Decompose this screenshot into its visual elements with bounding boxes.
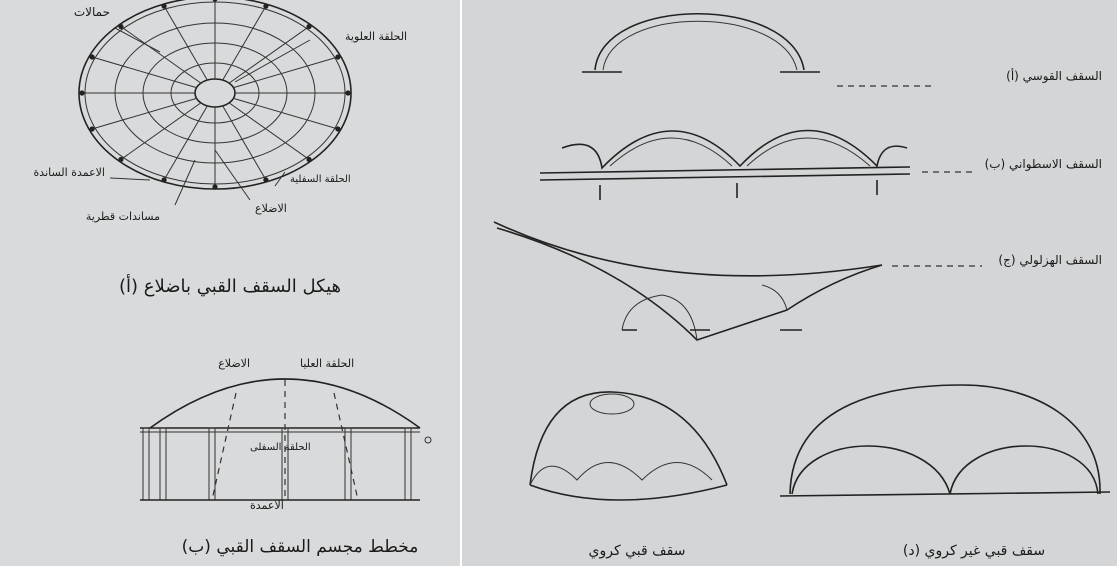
column-6 (404, 427, 412, 501)
dome-plan-view: حمالات الحلقة العلوية الاعمدة الساندة ال… (34, 0, 407, 223)
hyper-supports (621, 284, 788, 341)
column-3 (208, 427, 216, 501)
hyper-edge-bottom (496, 227, 883, 341)
label-top-ring-elev: الحلقة العليا (300, 357, 354, 370)
label-b: (ب) السقف الاسطواني (985, 157, 1102, 172)
base-line (539, 166, 911, 174)
vault-outer (561, 129, 908, 170)
caption-dome-spherical: سقف قبي كروي (589, 543, 686, 559)
spherical-dome-arches (529, 462, 713, 486)
column-node (161, 3, 167, 9)
label-ribs-elev: الاضلاع (218, 357, 250, 370)
top-ring (194, 78, 236, 108)
caption-a: (أ) هيكل السقف القبي باضلاع (119, 274, 341, 297)
label-columns: الاعمدة الساندة (34, 166, 105, 179)
leader-top-ring (234, 39, 311, 83)
base-line-2 (539, 173, 911, 181)
label-diagonal: مساندات قطرية (86, 210, 160, 223)
arch-outer (594, 13, 805, 71)
column-5 (344, 427, 352, 501)
nonspherical-arch-1 (791, 445, 951, 495)
left-panel: حمالات الحلقة العلوية الاعمدة الساندة ال… (0, 0, 460, 566)
label-c: (ج) السقف الهزلولي (998, 253, 1102, 268)
label-a: (أ) السقف القوسي (1006, 68, 1102, 84)
right-diagram: (أ) السقف القوسي (ب) السقف الاسطواني (ج)… (493, 13, 1111, 559)
rib-line (163, 105, 208, 181)
rib-line (228, 26, 310, 84)
spherical-dome-outline (529, 391, 728, 486)
dome-elevation: الاضلاع الحلقة العليا الحلقة السفلى الاع… (140, 357, 432, 512)
rib-dash-1 (211, 392, 237, 501)
column-node (306, 23, 312, 30)
label-bottom-ring-elev: الحلقة السفلى (250, 442, 311, 453)
hyperbolic-roof-diagram: (ج) السقف الهزلولي (493, 221, 1102, 341)
column-node (118, 23, 124, 30)
right-panel: (أ) السقف القوسي (ب) السقف الاسطواني (ج)… (462, 0, 1117, 566)
column-node (118, 156, 124, 163)
arch-inner (602, 20, 798, 71)
rib-line (233, 97, 339, 130)
label-top-ring: الحلقة العلوية (345, 30, 407, 43)
column-node (335, 126, 341, 132)
rib-line (233, 56, 339, 89)
column-node (161, 177, 167, 183)
column-node (306, 156, 312, 163)
spherical-dome-top (589, 393, 635, 415)
rib-line (120, 102, 202, 160)
column-node (345, 90, 351, 96)
arch-roof-diagram: (أ) السقف القوسي (582, 13, 1102, 87)
nonspherical-outer (789, 384, 1101, 495)
leader-diagonal (174, 159, 196, 206)
column-node (79, 90, 85, 96)
column-node (263, 177, 269, 183)
rib-line (91, 56, 197, 89)
column-1 (142, 427, 150, 501)
vault-inner (609, 137, 871, 167)
leader-ribs (214, 149, 251, 201)
ribs (82, 0, 348, 187)
column-node (212, 184, 218, 190)
label-ribs: الاضلاع (255, 202, 287, 215)
caption-d: (د) سقف قبي غير كروي (903, 543, 1045, 559)
rib-line (163, 5, 208, 81)
left-diagram: حمالات الحلقة العلوية الاعمدة الساندة ال… (34, 0, 432, 557)
dome-outline (149, 378, 421, 429)
nonspherical-base (779, 491, 1111, 497)
leader-columns (109, 177, 151, 181)
rib-line (228, 102, 310, 160)
rib-line (120, 26, 202, 84)
label-columns-elev: الاعمدة (250, 499, 284, 512)
column-node (89, 126, 95, 132)
hyper-edge-top (493, 221, 883, 277)
column-nodes (79, 0, 351, 190)
cylindrical-roof-diagram: (ب) السقف الاسطواني (539, 129, 1102, 200)
spherical-dome-base (529, 484, 728, 501)
label-bottom-ring: الحلقة السفلية (290, 174, 351, 185)
rib-line (222, 105, 267, 181)
label-cables: حمالات (74, 5, 110, 19)
rib-line (222, 5, 267, 81)
caption-b: (ب) مخطط مجسم السقف القبي (182, 537, 419, 557)
nonspherical-arch-2 (949, 445, 1099, 495)
rib-dash-3 (333, 392, 359, 501)
column-node (335, 54, 341, 60)
column-node (212, 0, 218, 2)
leader-cables (114, 27, 161, 53)
column-node (263, 3, 269, 9)
leader-bottom-ring (274, 171, 286, 187)
column-2 (159, 427, 167, 501)
rib-line (91, 97, 197, 130)
dome-diagrams: سقف قبي كروي (د) سقف قبي غير كروي (529, 384, 1111, 559)
pointer-dot (424, 436, 432, 444)
column-node (89, 54, 95, 60)
